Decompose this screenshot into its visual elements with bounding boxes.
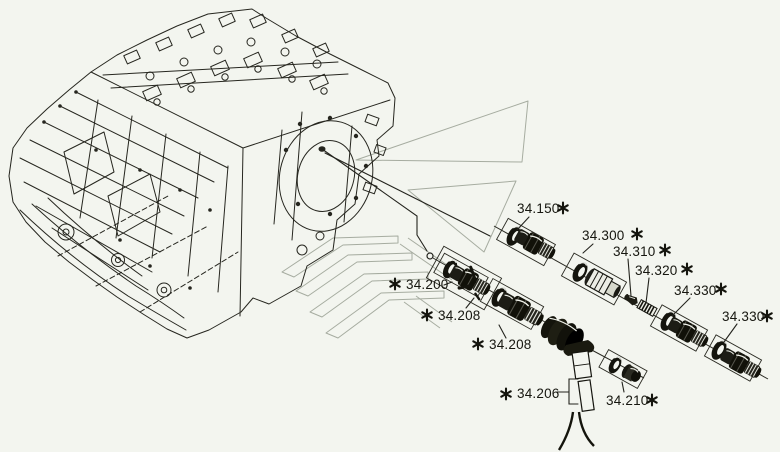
- asterisk-icon: [557, 201, 569, 215]
- part-label: 34.320: [635, 263, 678, 278]
- part-label: 34.150: [517, 201, 560, 216]
- part-34-200-switch: [446, 261, 495, 301]
- asterisk-icon: [421, 308, 433, 322]
- part-label: 34.200: [406, 277, 449, 292]
- part-label: 34.208: [489, 337, 532, 352]
- engine-bell-housing: [273, 111, 387, 256]
- label-leaders: [443, 216, 738, 405]
- part-label: 34.330: [674, 283, 717, 298]
- engine-oil-pan: [19, 195, 239, 331]
- part-34-210-plug: [619, 362, 645, 386]
- part-34-206-boot: [540, 316, 595, 451]
- asterisk-icon: [715, 282, 727, 296]
- asterisk-icon: [659, 243, 671, 257]
- asterisk-icon: [472, 337, 484, 351]
- asterisk-icon: [500, 387, 512, 401]
- part-group-frames: [425, 217, 763, 390]
- part-label: 34.310: [613, 244, 656, 259]
- engine-top-details: [102, 12, 349, 106]
- part-labels: 34.150 34.300 34.310 34.320 34.330 34.33…: [389, 201, 773, 408]
- asterisk-icon: [646, 393, 658, 407]
- part-34-150-sensor: [511, 225, 560, 264]
- parts-chain-lower: [439, 256, 645, 451]
- part-34-320-stud: [636, 298, 658, 318]
- part-label: 34.330: [722, 309, 765, 324]
- asterisk-icon: [681, 262, 693, 276]
- engine-outline: [8, 8, 396, 339]
- asterisk-icon: [631, 227, 643, 241]
- part-34-300-valve: [581, 266, 624, 302]
- part-label: 34.210: [606, 393, 649, 408]
- part-label: 34.208: [438, 308, 481, 323]
- watermark-logo: [281, 100, 529, 339]
- part-label: 34.300: [582, 228, 625, 243]
- engine-drawing: [8, 8, 396, 339]
- leader-ball: [426, 252, 434, 260]
- engine-left-face: [19, 90, 229, 298]
- part-label: 34.206: [517, 386, 560, 401]
